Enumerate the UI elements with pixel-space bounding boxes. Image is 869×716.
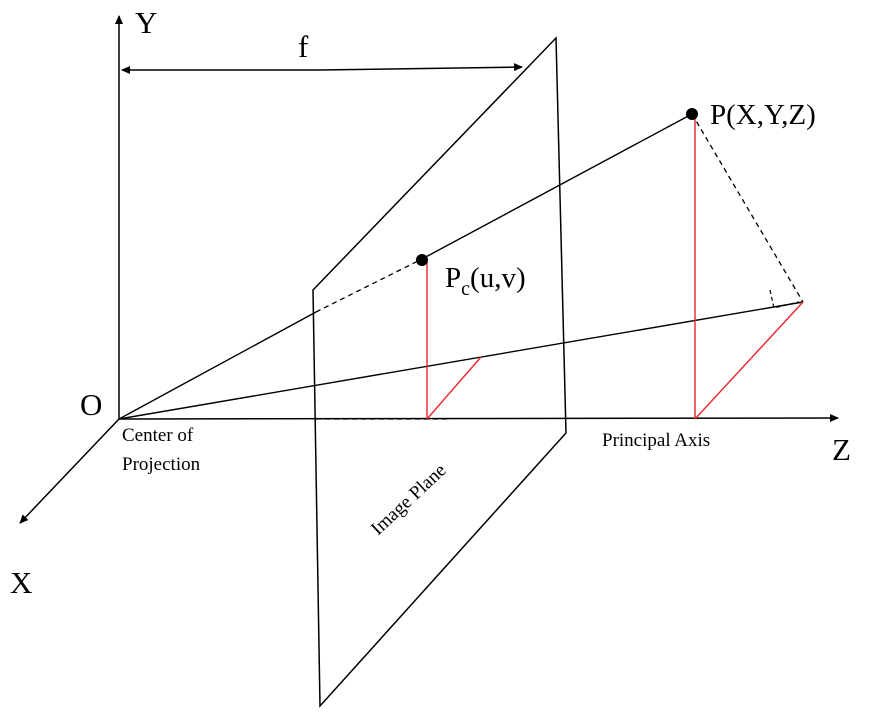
z-axis-label: Z [832,432,851,467]
image-point-dot [416,254,428,266]
perpendicular-dashed [691,113,804,303]
right-angle-mark [769,289,800,309]
ray-origin-to-foot [118,301,804,420]
center-of-projection-label-line1: Center of [122,425,194,446]
z-axis [118,414,839,423]
x-axis [19,418,120,524]
image-point-label: Pc(u,v) [445,262,526,300]
image-plane [312,36,567,708]
world-point-dot [686,108,698,120]
origin-label: O [80,387,102,422]
ray-behind-plane-dashed [315,258,423,313]
ray-origin-to-plane [118,311,317,420]
image-plane-label: Image Plane [367,460,450,540]
image-point-diagonal [426,356,482,420]
ray-image-to-world [421,113,693,260]
world-point-diagonal [694,301,804,420]
world-point-label: P(X,Y,Z) [710,99,816,131]
center-of-projection-label-line2: Projection [122,454,201,475]
focal-length-label: f [298,29,309,64]
y-axis-label: Y [135,5,157,40]
image-point-label-args: (u,v) [470,262,526,294]
focal-length-arrow-right [319,63,523,72]
principal-axis-label: Principal Axis [602,430,710,451]
x-axis-label: X [10,565,32,600]
image-point-label-sub: c [461,278,470,300]
image-point-label-main: P [445,262,461,294]
